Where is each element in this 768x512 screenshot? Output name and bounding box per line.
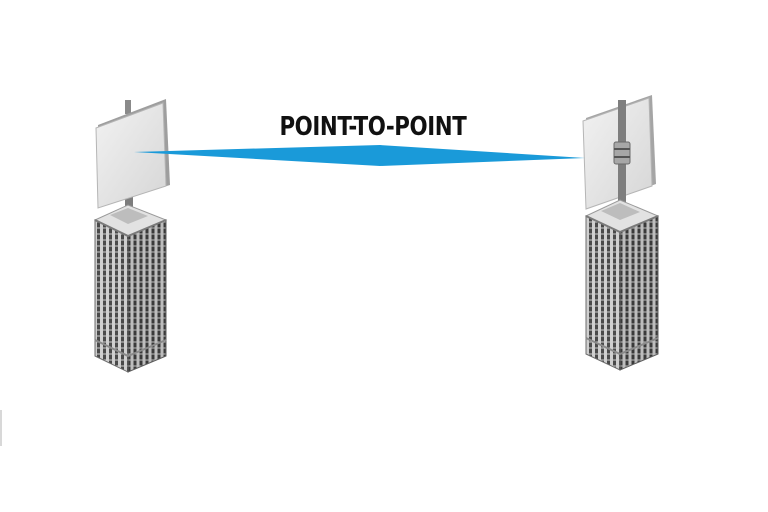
left-mast-base [125, 192, 133, 210]
diagram-title: POINT-TO-POINT [279, 112, 467, 142]
left-building-icon [93, 204, 168, 373]
wireless-link-beam [134, 145, 585, 166]
left-mast-top [125, 100, 131, 114]
edge-mark [0, 410, 2, 446]
right-site [582, 95, 660, 371]
right-mount-bracket [613, 141, 631, 165]
left-panel-antenna-icon [95, 99, 170, 209]
left-site [93, 99, 170, 373]
right-building-icon [584, 199, 660, 371]
